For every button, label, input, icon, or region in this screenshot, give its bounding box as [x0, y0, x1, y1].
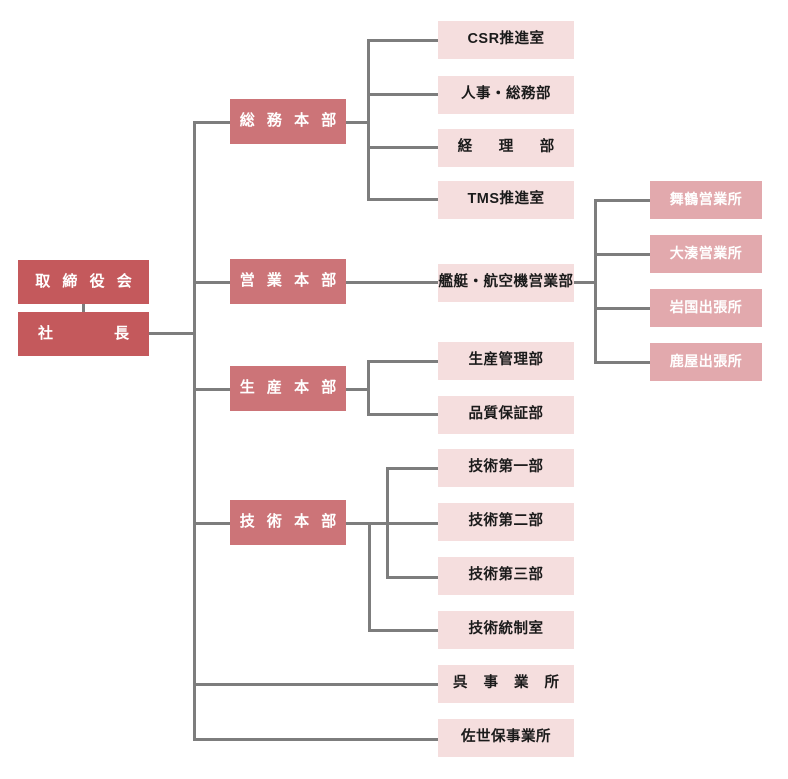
node-ship-aircraft-sales[interactable]: 艦艇・航空機営業部 — [438, 264, 574, 302]
connector-ship-aircraft-stub — [574, 281, 596, 284]
connector-engineering-stub — [345, 522, 389, 525]
connector-general-affairs-bracket — [367, 39, 370, 201]
connector-sales-to-ship-aircraft — [345, 281, 438, 284]
connector-to-kanoya — [594, 361, 650, 364]
connector-to-maizuru — [594, 199, 650, 202]
connector-production-bracket — [367, 360, 370, 416]
connector-to-accounting — [367, 146, 438, 149]
node-quality-assurance[interactable]: 品質保証部 — [438, 396, 574, 434]
connector-board-to-president — [82, 303, 85, 313]
node-engineering-hq[interactable]: 技 術 本 部 — [230, 500, 346, 545]
node-kure-works[interactable]: 呉 事 業 所 — [438, 665, 574, 703]
connector-spine-to-engineering — [193, 522, 231, 525]
connector-spine-to-kure — [193, 683, 438, 686]
connector-to-engineering-2 — [386, 522, 438, 525]
connector-to-production-control — [367, 360, 438, 363]
node-accounting[interactable]: 経 理 部 — [438, 129, 574, 167]
node-engineering-3[interactable]: 技術第三部 — [438, 557, 574, 595]
node-iwakuni-office[interactable]: 岩国出張所 — [650, 289, 762, 327]
connector-to-tms-office — [367, 198, 438, 201]
connector-to-hr-general-affairs — [367, 93, 438, 96]
node-engineering-1[interactable]: 技術第一部 — [438, 449, 574, 487]
connector-spine-to-general-affairs — [193, 121, 231, 124]
connector-to-engineering-3 — [386, 576, 438, 579]
connector-spine-to-sasebo — [193, 738, 438, 741]
connector-to-iwakuni — [594, 307, 650, 310]
connector-spine-to-sales — [193, 281, 231, 284]
node-president[interactable]: 社 長 — [18, 312, 149, 356]
connector-to-ominato — [594, 253, 650, 256]
node-csr-office[interactable]: CSR推進室 — [438, 21, 574, 59]
node-maizuru-office[interactable]: 舞鶴営業所 — [650, 181, 762, 219]
node-sales-hq[interactable]: 営 業 本 部 — [230, 259, 346, 304]
connector-to-csr-office — [367, 39, 438, 42]
node-hr-general-affairs[interactable]: 人事・総務部 — [438, 76, 574, 114]
connector-production-stub — [345, 388, 370, 391]
node-engineering-control[interactable]: 技術統制室 — [438, 611, 574, 649]
connector-president-to-spine — [148, 332, 196, 335]
connector-engineering-outer-bracket — [368, 522, 371, 632]
node-board-of-directors[interactable]: 取 締 役 会 — [18, 260, 149, 304]
connector-to-engineering-1 — [386, 467, 438, 470]
connector-to-quality-assurance — [367, 413, 438, 416]
connector-branch-bracket — [594, 199, 597, 364]
connector-spine-to-production — [193, 388, 231, 391]
connector-main-spine — [193, 121, 196, 741]
node-general-affairs-hq[interactable]: 総 務 本 部 — [230, 99, 346, 144]
connector-to-engineering-control — [368, 629, 438, 632]
connector-general-affairs-stub — [345, 121, 370, 124]
node-production-control[interactable]: 生産管理部 — [438, 342, 574, 380]
node-engineering-2[interactable]: 技術第二部 — [438, 503, 574, 541]
node-production-hq[interactable]: 生 産 本 部 — [230, 366, 346, 411]
node-ominato-office[interactable]: 大湊営業所 — [650, 235, 762, 273]
node-tms-office[interactable]: TMS推進室 — [438, 181, 574, 219]
node-sasebo-works[interactable]: 佐世保事業所 — [438, 719, 574, 757]
node-kanoya-office[interactable]: 鹿屋出張所 — [650, 343, 762, 381]
